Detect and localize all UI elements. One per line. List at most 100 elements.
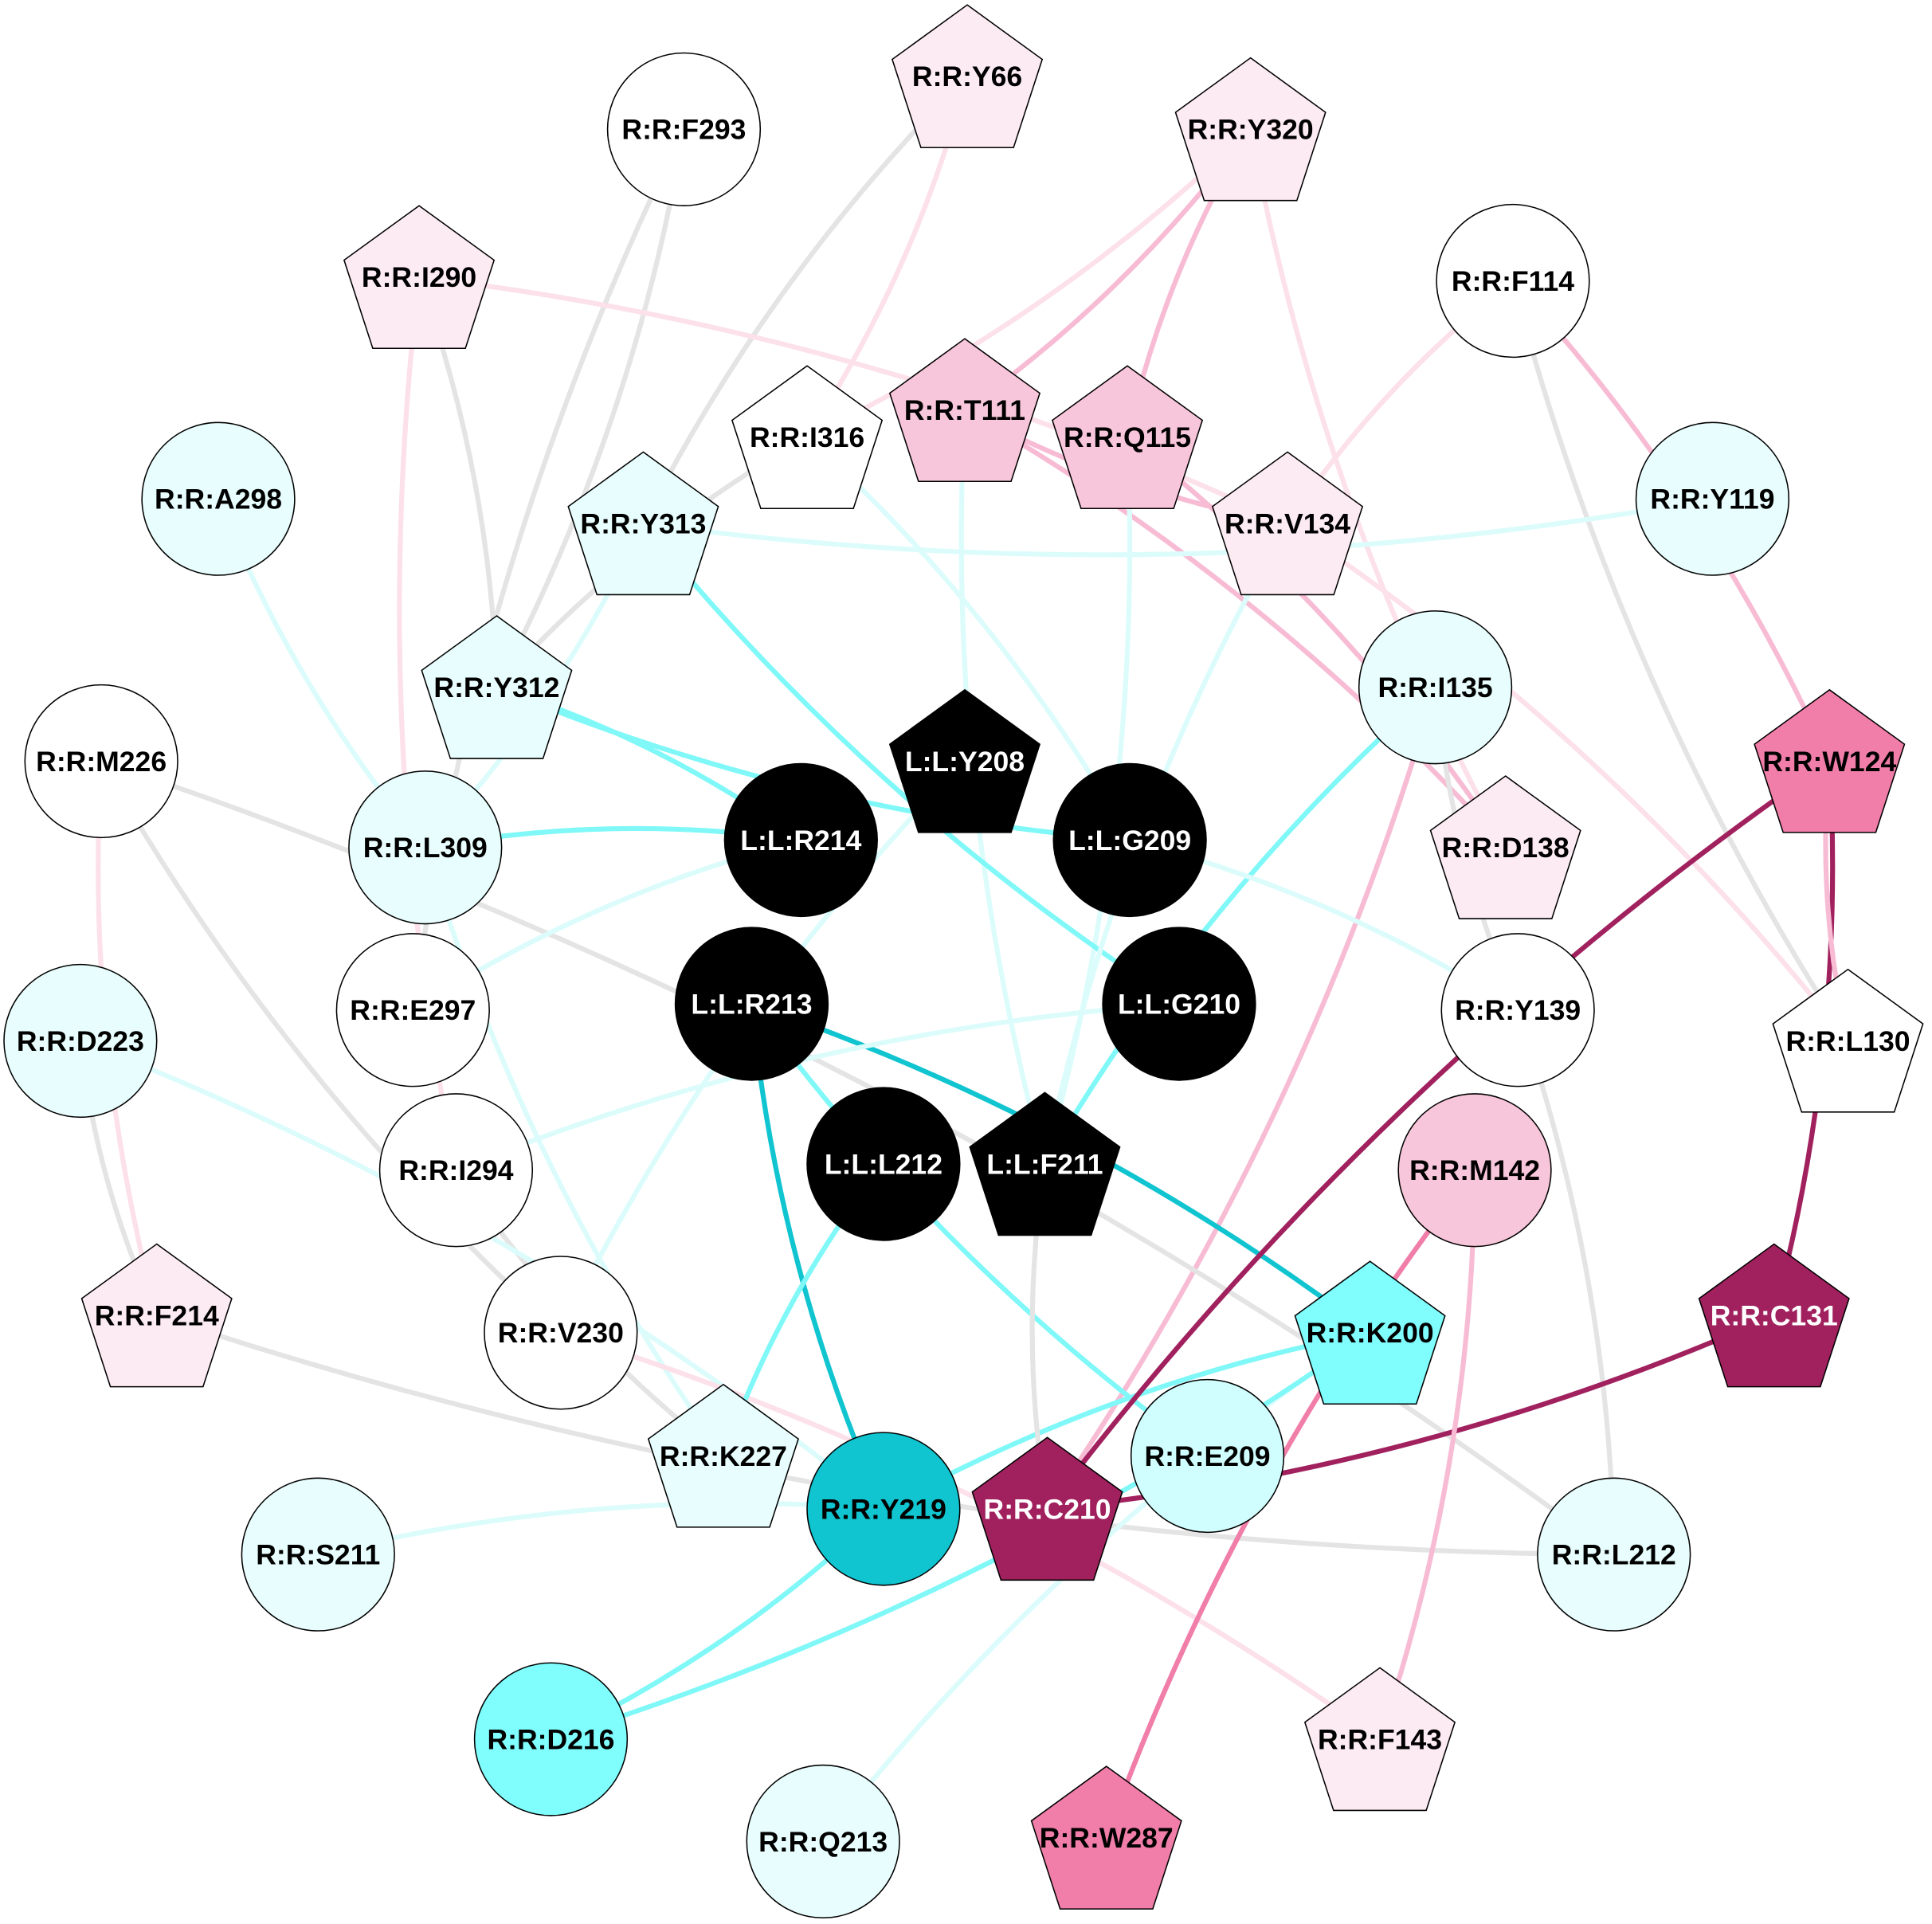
node-r-r-v134[interactable]: R:R:V134 <box>1211 451 1364 596</box>
node-label: R:R:Y66 <box>912 61 1022 92</box>
node-r-r-c210[interactable]: R:R:C210 <box>971 1436 1123 1581</box>
node-label: L:L:G210 <box>1118 988 1240 1020</box>
node-circle <box>674 927 829 1081</box>
node-label: R:R:L212 <box>1552 1539 1676 1571</box>
node-r-r-i135[interactable]: R:R:I135 <box>1358 610 1513 765</box>
node-r-r-f214[interactable]: R:R:F214 <box>80 1243 233 1388</box>
node-r-r-t111[interactable]: R:R:T111 <box>888 338 1041 482</box>
edge-r-r-i294-l-l-g210 <box>455 1001 1180 1173</box>
node-r-r-y119[interactable]: R:R:Y119 <box>1635 421 1790 576</box>
node-r-r-c131[interactable]: R:R:C131 <box>1698 1243 1850 1388</box>
node-label: R:R:F214 <box>95 1300 219 1332</box>
node-r-r-i294[interactable]: R:R:I294 <box>378 1093 534 1248</box>
node-label: R:R:M226 <box>36 746 167 778</box>
node-pentagon <box>1429 775 1581 919</box>
edge-r-r-i135-r-r-c210 <box>1044 686 1438 1511</box>
node-r-r-q115[interactable]: R:R:Q115 <box>1051 365 1204 510</box>
node-r-r-i316[interactable]: R:R:I316 <box>731 365 884 510</box>
edge-r-r-s211-r-r-y219 <box>317 1500 884 1558</box>
node-r-r-a298[interactable]: R:R:A298 <box>141 421 296 576</box>
node-pentagon <box>969 1091 1121 1236</box>
node-r-r-d216[interactable]: R:R:D216 <box>473 1662 629 1816</box>
node-pentagon <box>891 4 1044 148</box>
node-label: R:R:I135 <box>1377 672 1492 703</box>
node-l-l-r214[interactable]: L:L:R214 <box>723 762 878 918</box>
node-pentagon <box>1030 1765 1182 1910</box>
node-r-r-y139[interactable]: R:R:Y139 <box>1440 933 1595 1087</box>
node-label: R:R:L130 <box>1785 1025 1910 1057</box>
node-r-r-y313[interactable]: R:R:Y313 <box>567 451 719 596</box>
node-circle <box>1397 1093 1552 1248</box>
node-r-r-v230[interactable]: R:R:V230 <box>484 1256 638 1410</box>
node-r-r-q213[interactable]: R:R:Q213 <box>746 1764 900 1919</box>
node-circle <box>241 1477 395 1632</box>
node-l-l-g210[interactable]: L:L:G210 <box>1102 927 1256 1081</box>
node-r-r-e297[interactable]: R:R:E297 <box>335 933 490 1087</box>
node-r-r-m226[interactable]: R:R:M226 <box>24 684 178 839</box>
node-r-r-f114[interactable]: R:R:F114 <box>1436 203 1590 359</box>
node-label: R:R:W287 <box>1040 1822 1174 1854</box>
node-r-r-w287[interactable]: R:R:W287 <box>1030 1765 1182 1910</box>
node-r-r-k227[interactable]: R:R:K227 <box>647 1383 799 1528</box>
node-label: R:R:Y313 <box>580 507 706 539</box>
node-pentagon <box>647 1383 799 1528</box>
node-r-r-w124[interactable]: R:R:W124 <box>1754 688 1906 833</box>
node-r-r-f143[interactable]: R:R:F143 <box>1303 1667 1456 1812</box>
node-r-r-s211[interactable]: R:R:S211 <box>241 1477 395 1632</box>
edge-r-r-l309-r-r-k227 <box>422 846 726 1458</box>
edge-r-r-y139-r-r-l212 <box>1515 1009 1617 1555</box>
node-label: R:R:I316 <box>750 421 864 453</box>
node-circle <box>141 421 296 576</box>
node-l-l-r213[interactable]: L:L:R213 <box>674 927 829 1081</box>
node-circle <box>1440 933 1595 1087</box>
node-r-r-y219[interactable]: R:R:Y219 <box>806 1432 961 1586</box>
node-circle <box>335 933 490 1087</box>
node-r-r-d138[interactable]: R:R:D138 <box>1429 775 1581 919</box>
node-r-r-f293[interactable]: R:R:F293 <box>606 52 762 206</box>
node-r-r-l130[interactable]: R:R:L130 <box>1772 968 1924 1113</box>
node-pentagon <box>1051 365 1204 510</box>
node-pentagon <box>1294 1260 1446 1405</box>
node-r-r-y312[interactable]: R:R:Y312 <box>421 615 573 759</box>
node-label: R:R:T111 <box>904 394 1025 426</box>
node-l-l-f211[interactable]: L:L:F211 <box>969 1091 1121 1236</box>
node-circle <box>1635 421 1790 576</box>
edge-r-r-w124-r-r-c210 <box>1045 758 1832 1511</box>
edge-r-r-f293-r-r-y312 <box>494 128 687 689</box>
node-r-r-k200[interactable]: R:R:K200 <box>1294 1260 1446 1405</box>
edge-r-r-t111-r-r-d138 <box>963 408 1507 849</box>
node-label: R:R:L309 <box>363 832 488 864</box>
node-pentagon <box>888 688 1041 833</box>
node-r-r-y320[interactable]: R:R:Y320 <box>1174 57 1327 202</box>
node-l-l-g209[interactable]: L:L:G209 <box>1052 762 1207 918</box>
edge-r-r-y313-l-l-g210 <box>641 522 1181 1006</box>
node-r-r-i290[interactable]: R:R:I290 <box>343 205 496 350</box>
node-label: L:L:L212 <box>825 1148 942 1180</box>
node-circle <box>1436 203 1590 359</box>
node-r-r-l309[interactable]: R:R:L309 <box>348 770 503 925</box>
node-pentagon <box>421 615 573 759</box>
node-r-r-l212[interactable]: R:R:L212 <box>1537 1477 1691 1632</box>
node-label: R:R:Y139 <box>1455 994 1581 1026</box>
node-pentagon <box>1303 1667 1456 1812</box>
node-pentagon <box>1698 1243 1850 1388</box>
node-label: R:R:C210 <box>984 1493 1111 1525</box>
node-label: R:R:C131 <box>1711 1300 1838 1332</box>
node-label: R:R:Q115 <box>1064 421 1191 453</box>
node-r-r-y66[interactable]: R:R:Y66 <box>891 4 1044 148</box>
node-label: R:R:Y312 <box>433 672 559 703</box>
node-l-l-y208[interactable]: L:L:Y208 <box>888 688 1041 833</box>
node-l-l-l212[interactable]: L:L:L212 <box>806 1087 961 1241</box>
node-label: R:R:S211 <box>256 1539 380 1571</box>
node-r-r-m142[interactable]: R:R:M142 <box>1397 1093 1552 1248</box>
node-r-r-e209[interactable]: R:R:E209 <box>1130 1378 1285 1534</box>
node-circle <box>606 52 762 206</box>
node-circle <box>484 1256 638 1410</box>
node-label: R:R:F114 <box>1452 265 1574 297</box>
node-r-r-d223[interactable]: R:R:D223 <box>3 963 158 1119</box>
node-circle <box>746 1764 900 1919</box>
node-pentagon <box>1772 968 1924 1113</box>
node-label: L:L:R214 <box>740 825 861 856</box>
